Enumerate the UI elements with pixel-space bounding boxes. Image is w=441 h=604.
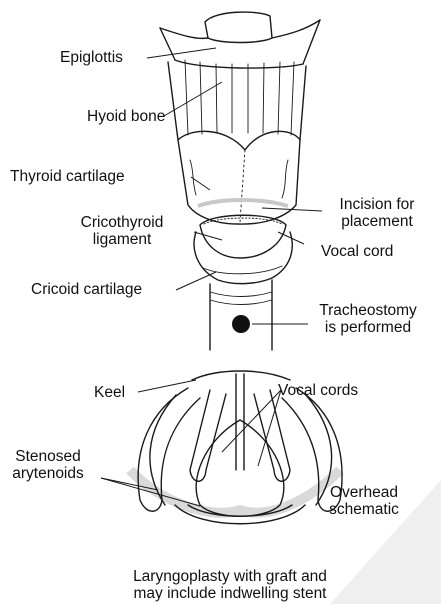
caption-line1: Laryngoplasty with graft and	[100, 568, 360, 585]
label-cricothyroid-line2: ligament	[52, 231, 192, 248]
label-stenosed-line2: arytenoids	[4, 465, 92, 482]
label-tracheostomy-line1: Tracheostomy	[306, 302, 430, 319]
label-stenosed-arytenoids: Stenosed arytenoids	[4, 448, 92, 482]
caption-line2: may include indwelling stent	[100, 585, 360, 602]
label-overhead-schematic: Overhead schematic	[316, 484, 412, 518]
label-cricothyroid-line1: Cricothyroid	[52, 214, 192, 231]
label-tracheostomy-line2: is performed	[306, 319, 430, 336]
label-incision: Incision for placement	[318, 196, 436, 230]
label-overhead-line1: Overhead	[316, 484, 412, 501]
label-thyroid-cartilage: Thyroid cartilage	[10, 168, 125, 185]
label-keel: Keel	[94, 384, 125, 401]
label-cricothyroid-ligament: Cricothyroid ligament	[52, 214, 192, 248]
label-hyoid-bone: Hyoid bone	[87, 108, 165, 125]
label-cricoid-cartilage: Cricoid cartilage	[31, 281, 142, 298]
label-epiglottis: Epiglottis	[60, 49, 123, 66]
label-stenosed-line1: Stenosed	[4, 448, 92, 465]
label-overhead-line2: schematic	[316, 501, 412, 518]
label-tracheostomy: Tracheostomy is performed	[306, 302, 430, 336]
label-incision-line2: placement	[318, 213, 436, 230]
figure-caption: Laryngoplasty with graft and may include…	[100, 568, 360, 602]
label-vocal-cord: Vocal cord	[321, 243, 393, 260]
label-incision-line1: Incision for	[318, 196, 436, 213]
label-vocal-cords: Vocal cords	[278, 382, 358, 399]
